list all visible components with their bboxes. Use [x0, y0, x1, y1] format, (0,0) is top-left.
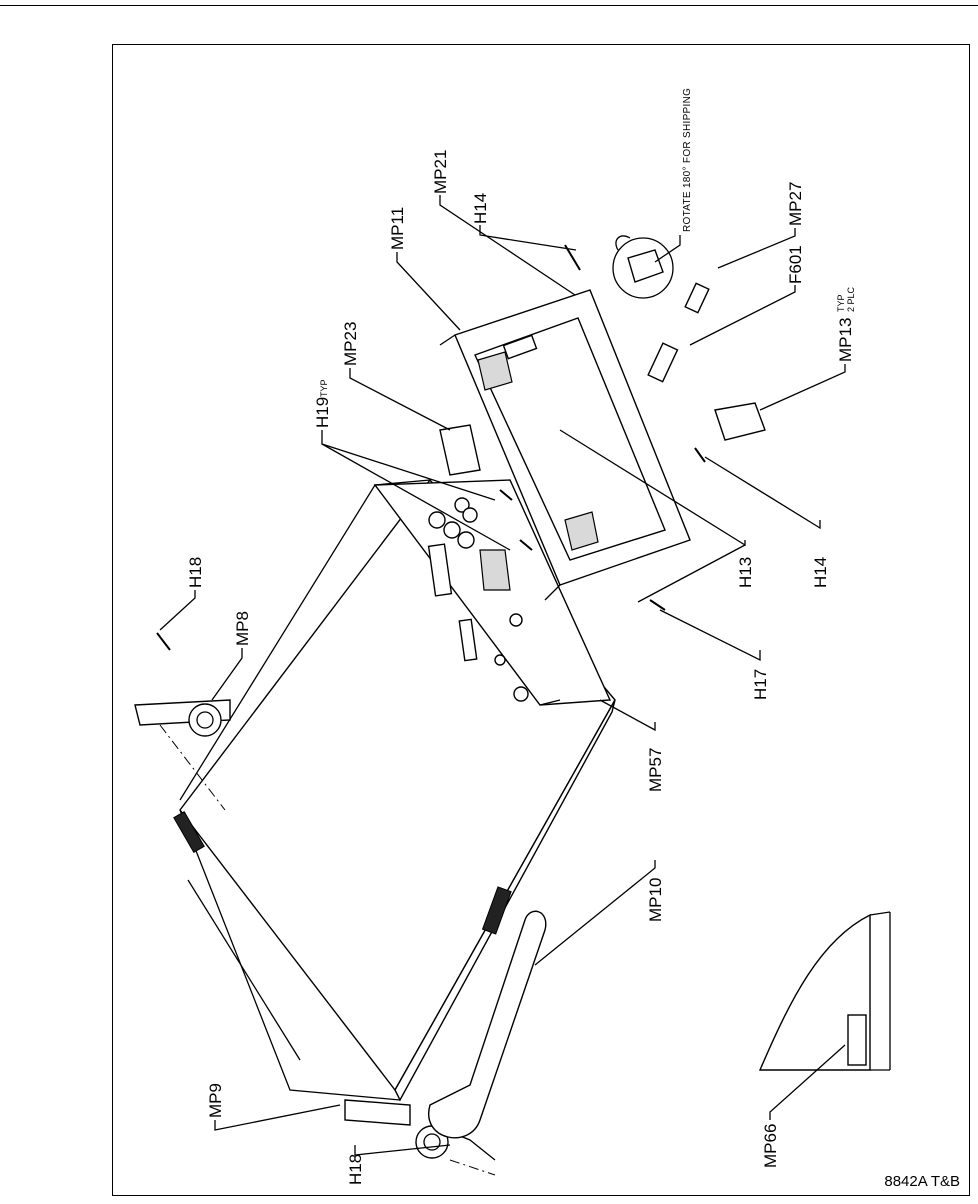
label-mp8: MP8 — [233, 611, 252, 646]
leader-lines — [159, 195, 846, 1156]
label-mp23: MP23 — [341, 322, 360, 366]
label-mp10: MP10 — [646, 878, 665, 922]
front-panel — [373, 479, 612, 706]
label-f601: F601 — [786, 245, 805, 284]
label-h18-bottom: H18 — [346, 1154, 365, 1185]
label-mp13-suffix-typ: TYP — [836, 294, 846, 312]
foot-mp13 — [714, 402, 766, 441]
label-mp11: MP11 — [388, 207, 407, 250]
label-mp57: MP57 — [646, 748, 665, 792]
carrying-handle-mp10 — [427, 886, 547, 1139]
rotate-detail — [612, 235, 674, 299]
label-mp13: MP13 — [836, 318, 855, 362]
label-h13: H13 — [736, 557, 755, 588]
label-mp27: MP27 — [786, 182, 805, 226]
page-top-rule — [0, 5, 978, 6]
label-h14-bottom: H14 — [811, 557, 830, 588]
rear-foot-mp23 — [439, 424, 481, 476]
part-labels: MP21 H14 ROTATE 180° FOR SHIPPING MP27 M… — [186, 88, 856, 1185]
label-mp21: MP21 — [431, 150, 450, 194]
handle-bracket-mp8 — [134, 699, 231, 811]
label-h18-top: H18 — [186, 557, 205, 588]
label-inset-mp66 — [758, 911, 891, 1071]
figure-caption: 8842A T&B — [884, 1173, 960, 1190]
label-h19: H19 — [313, 397, 332, 428]
figure-frame — [112, 44, 970, 1196]
label-mp13-suffix-plc: 2 PLC — [846, 286, 856, 312]
label-h19-suffix: TYP — [319, 379, 329, 397]
rotate-shipping-note: ROTATE 180° FOR SHIPPING — [682, 88, 693, 232]
label-mp9: MP9 — [206, 1083, 225, 1118]
fuse-assembly — [647, 282, 710, 383]
label-h17: H17 — [751, 669, 770, 700]
label-h14-top: H14 — [471, 193, 490, 224]
label-mp66: MP66 — [761, 1124, 780, 1168]
